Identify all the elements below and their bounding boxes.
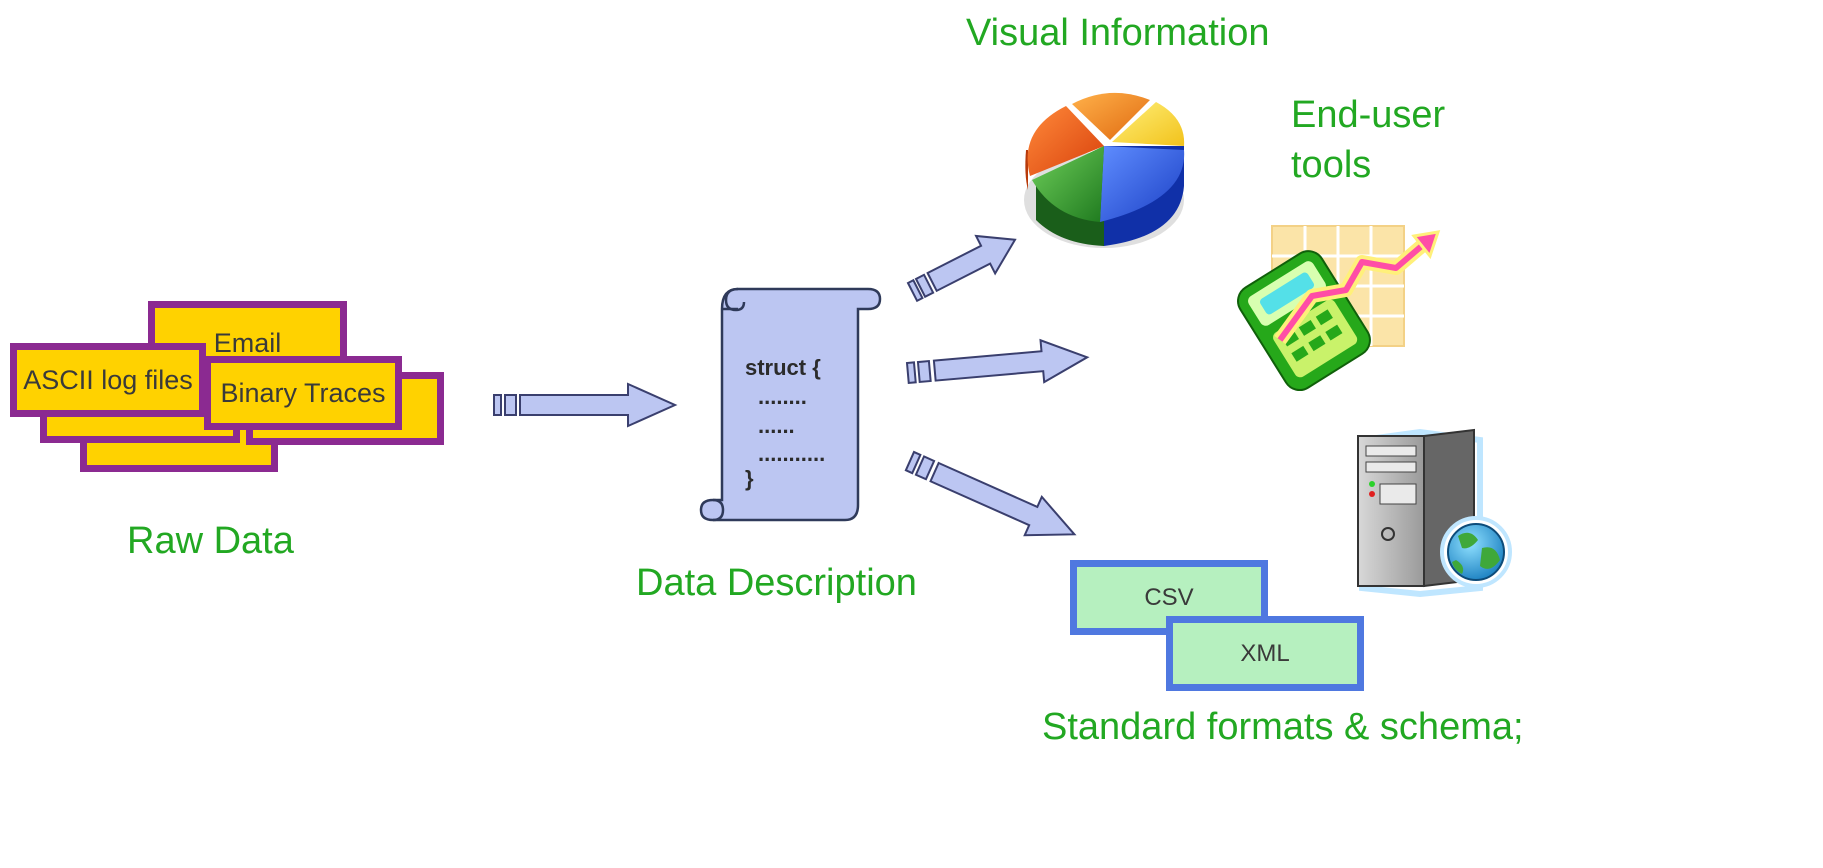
struct-line-1: struct { <box>745 355 821 380</box>
server-globe-icon <box>1357 428 1512 598</box>
flow-arrow-icon <box>906 234 1017 303</box>
email-label: Email <box>213 328 282 358</box>
raw-box-ascii: ASCII log files <box>10 343 206 417</box>
xml-label: XML <box>1240 639 1290 667</box>
struct-line-2: ........ <box>758 384 807 409</box>
flow-arrow-icon <box>493 382 678 428</box>
standard-formats-caption: Standard formats & schema; <box>1042 706 1524 748</box>
binary-label: Binary Traces <box>220 377 386 408</box>
end-user-tools-caption-line1: End-user <box>1291 94 1446 136</box>
raw-box-binary: Binary Traces <box>204 356 402 430</box>
struct-line-4: ........... <box>758 441 826 466</box>
flow-arrow-icon <box>904 450 1077 537</box>
data-description-caption: Data Description <box>636 562 917 604</box>
ascii-label: ASCII log files <box>23 364 193 395</box>
flow-arrow-icon <box>905 338 1090 385</box>
csv-label: CSV <box>1144 583 1194 611</box>
visual-information-caption: Visual Information <box>966 12 1270 54</box>
struct-line-3: ...... <box>758 413 795 438</box>
format-box-xml: XML <box>1166 616 1364 691</box>
end-user-tools-caption-line2: tools <box>1291 144 1372 186</box>
pie-chart-icon <box>1024 92 1185 248</box>
struct-line-5: } <box>745 466 754 491</box>
raw-data-caption: Raw Data <box>127 520 294 562</box>
calculator-chart-icon <box>1237 225 1441 392</box>
document-scroll-icon <box>699 287 882 522</box>
